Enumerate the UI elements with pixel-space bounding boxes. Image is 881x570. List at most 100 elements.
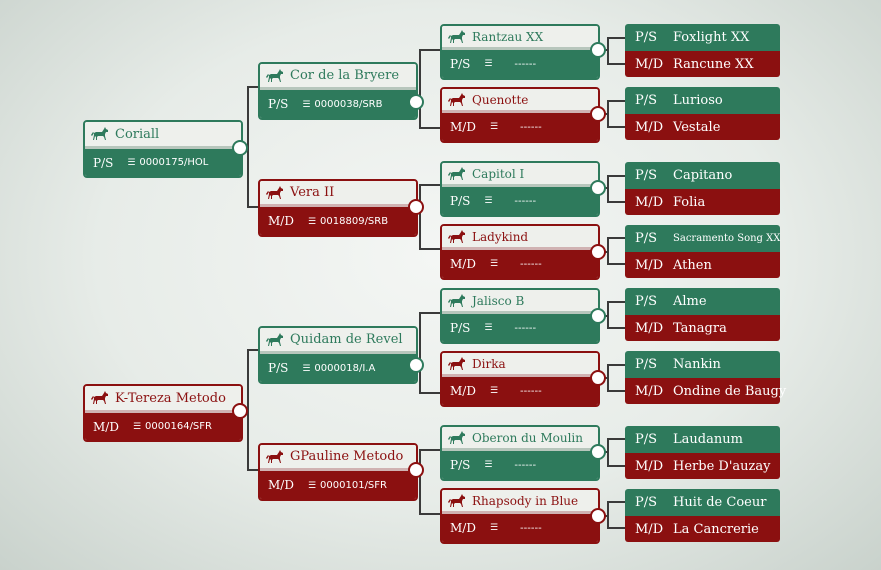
expand-handle[interactable] xyxy=(590,508,606,524)
expand-handle[interactable] xyxy=(590,180,606,196)
horse-name: Rancune XX xyxy=(673,56,754,72)
list-icon: ☰ xyxy=(484,460,493,470)
list-icon: ☰ xyxy=(489,523,499,533)
expand-handle[interactable] xyxy=(408,199,424,215)
ancestor-dam[interactable]: M/D Rancune XX xyxy=(625,51,780,77)
parent-prefix: P/S xyxy=(93,155,114,170)
pedigree-card-dam[interactable]: GPauline Metodo M/D ☰0000101/SFR xyxy=(258,443,418,501)
expand-handle[interactable] xyxy=(232,140,248,156)
horse-name: Coriall xyxy=(115,126,160,142)
expand-handle[interactable] xyxy=(590,370,606,386)
ancestor-dam[interactable]: M/D Folia xyxy=(625,189,780,215)
pedigree-card-sire[interactable]: Jalisco B P/S ☰ ------ xyxy=(440,288,600,344)
parent-prefix: M/D xyxy=(93,419,119,434)
parent-prefix: P/S xyxy=(635,93,658,108)
horse-icon xyxy=(266,332,284,347)
pedigree-card-dam[interactable]: K-Tereza Metodo M/D ☰0000164/SFR xyxy=(83,384,243,442)
horse-name: Folia xyxy=(673,194,706,210)
parent-prefix: M/D xyxy=(450,521,476,535)
horse-icon xyxy=(448,166,466,181)
pedigree-card-dam[interactable]: Vera II M/D ☰0018809/SRB xyxy=(258,179,418,237)
pedigree-card-sire[interactable]: Rantzau XX P/S ☰ ------ xyxy=(440,24,600,80)
ancestor-sire[interactable]: P/S Lurioso xyxy=(625,87,780,114)
ancestor-dam[interactable]: M/D Ondine de Baugy xyxy=(625,378,786,404)
pedigree-card-sire[interactable]: Oberon du Moulin P/S ☰ ------ xyxy=(440,425,600,481)
horse-name: Herbe D'auzay xyxy=(673,458,771,474)
pedigree-card-sire[interactable]: Coriall P/S ☰0000175/HOL xyxy=(83,120,243,178)
pedigree-card-sire[interactable]: Quidam de Revel P/S ☰0000018/I.A xyxy=(258,326,418,384)
ancestor-sire[interactable]: P/S Laudanum xyxy=(625,426,780,453)
registration-code: ------ xyxy=(514,459,537,471)
parent-prefix: P/S xyxy=(635,495,658,510)
pedigree-card-sire[interactable]: Cor de la Bryere P/S ☰0000038/SRB xyxy=(258,62,418,120)
ancestor-dam[interactable]: M/D Herbe D'auzay xyxy=(625,453,780,479)
pedigree-card-sire[interactable]: Capitol I P/S ☰ ------ xyxy=(440,161,600,217)
expand-handle[interactable] xyxy=(590,308,606,324)
parent-prefix: M/D xyxy=(450,257,476,271)
registration-code: 0000038/SRB xyxy=(314,98,383,110)
horse-name: GPauline Metodo xyxy=(290,449,404,464)
horse-icon xyxy=(448,92,466,107)
registration-code: ------ xyxy=(520,258,542,270)
parent-prefix: M/D xyxy=(635,194,664,210)
horse-name: Laudanum xyxy=(673,432,743,447)
pedigree-card-dam[interactable]: Ladykind M/D ☰ ------ xyxy=(440,224,600,280)
parent-prefix: M/D xyxy=(635,56,664,72)
horse-name: Tanagra xyxy=(673,320,727,336)
horse-name: Ondine de Baugy xyxy=(673,383,787,399)
list-icon: ☰ xyxy=(489,259,499,269)
pedigree-card-dam[interactable]: Rhapsody in Blue M/D ☰ ------ xyxy=(440,488,600,544)
expand-handle[interactable] xyxy=(590,444,606,460)
expand-handle[interactable] xyxy=(590,244,606,260)
horse-icon xyxy=(448,229,466,244)
expand-handle[interactable] xyxy=(408,357,424,373)
expand-handle[interactable] xyxy=(590,106,606,122)
parent-prefix: M/D xyxy=(450,120,476,134)
horse-name: Jalisco B xyxy=(472,293,525,308)
horse-name: Nankin xyxy=(673,357,721,372)
parent-prefix: M/D xyxy=(268,214,294,228)
registration-code: 0000018/I.A xyxy=(314,362,376,374)
parent-prefix: M/D xyxy=(635,257,664,273)
list-icon: ☰ xyxy=(484,196,493,206)
parent-prefix: P/S xyxy=(450,321,471,335)
parent-prefix: M/D xyxy=(635,458,664,474)
horse-name: Lurioso xyxy=(673,93,723,108)
horse-name: Vera II xyxy=(290,185,335,200)
list-icon: ☰ xyxy=(302,99,311,110)
pedigree-card-dam[interactable]: Dirka M/D ☰ ------ xyxy=(440,351,600,407)
list-icon: ☰ xyxy=(484,323,493,333)
pedigree-card-dam[interactable]: Quenotte M/D ☰ ------ xyxy=(440,87,600,143)
registration-code: ------ xyxy=(520,385,542,397)
parent-prefix: P/S xyxy=(635,294,658,309)
parent-prefix: M/D xyxy=(635,119,664,135)
horse-icon xyxy=(91,391,109,405)
parent-prefix: P/S xyxy=(635,432,658,447)
expand-handle[interactable] xyxy=(408,94,424,110)
expand-handle[interactable] xyxy=(408,462,424,478)
horse-icon xyxy=(448,29,466,44)
registration-code: ------ xyxy=(520,121,542,133)
horse-name: Dirka xyxy=(472,356,506,371)
horse-name: Vestale xyxy=(673,119,721,135)
registration-code: ------ xyxy=(520,522,542,534)
expand-handle[interactable] xyxy=(232,403,248,419)
horse-name: Foxlight XX xyxy=(673,30,750,45)
expand-handle[interactable] xyxy=(590,42,606,58)
horse-name: Sacramento Song XX xyxy=(673,233,781,244)
parent-prefix: M/D xyxy=(635,383,664,399)
horse-icon xyxy=(91,127,109,141)
ancestor-dam[interactable]: M/D Vestale xyxy=(625,114,780,140)
horse-name: Capitano xyxy=(673,168,733,183)
list-icon: ☰ xyxy=(302,363,311,374)
